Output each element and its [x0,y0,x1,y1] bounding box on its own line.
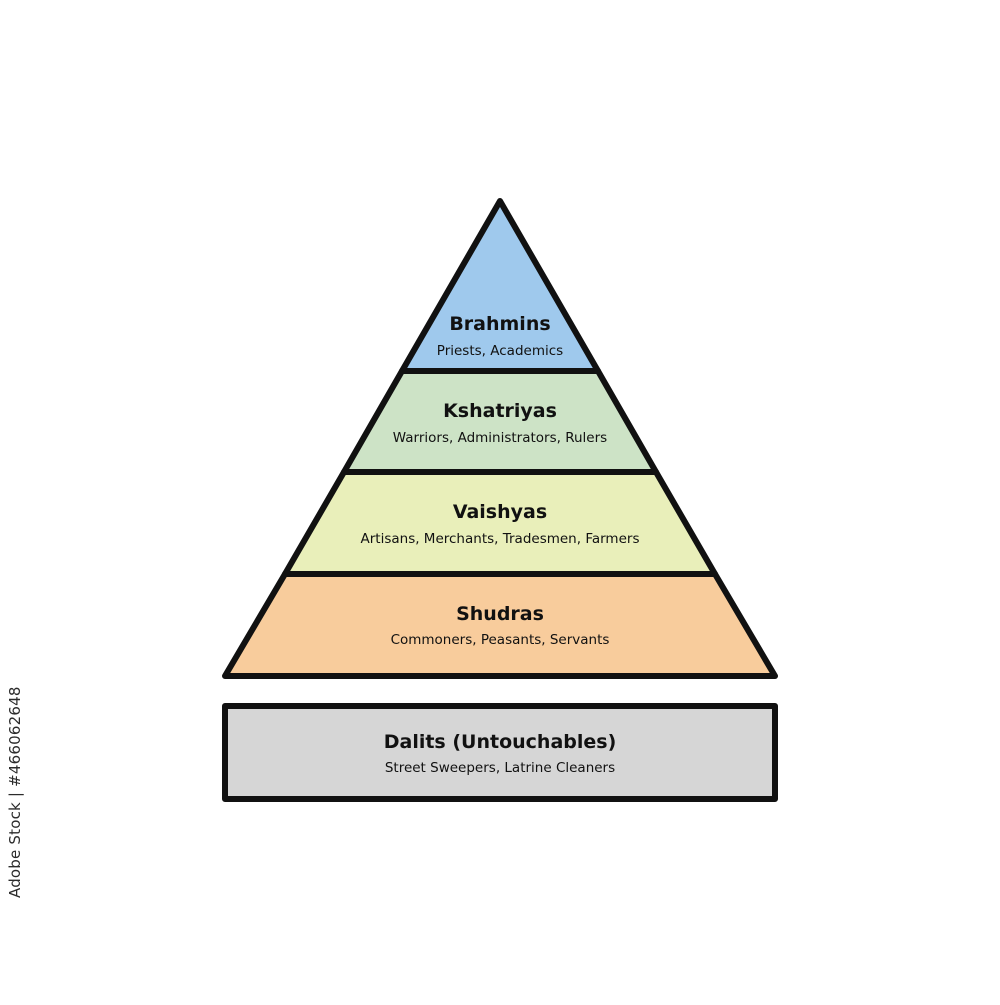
tier-vaishyas-shape [282,469,718,577]
tier-brahmins: Brahmins Priests, Academics [399,198,601,374]
tier-vaishyas: Vaishyas Artisans, Merchants, Tradesmen,… [282,469,718,577]
tier-shudras-desc: Commoners, Peasants, Servants [391,632,610,648]
tier-dalits-desc: Street Sweepers, Latrine Cleaners [385,760,615,776]
tier-dalits-shape [222,703,778,802]
tier-dalits: Dalits (Untouchables) Street Sweepers, L… [222,703,778,802]
tier-brahmins-name: Brahmins [449,313,550,335]
tier-shudras: Shudras Commoners, Peasants, Servants [222,571,778,679]
tier-vaishyas-desc: Artisans, Merchants, Tradesmen, Farmers [361,531,640,547]
tier-vaishyas-name: Vaishyas [453,501,547,523]
tier-dalits-name: Dalits (Untouchables) [384,731,617,753]
tier-shudras-name: Shudras [456,603,544,625]
stock-watermark-id: Adobe Stock | #466062648 [6,686,24,898]
tier-kshatriyas-name: Kshatriyas [443,400,557,422]
tier-kshatriyas-desc: Warriors, Administrators, Rulers [393,430,607,446]
tier-shudras-shape [222,571,778,679]
tier-brahmins-desc: Priests, Academics [437,343,563,359]
tier-kshatriyas: Kshatriyas Warriors, Administrators, Rul… [341,368,659,475]
